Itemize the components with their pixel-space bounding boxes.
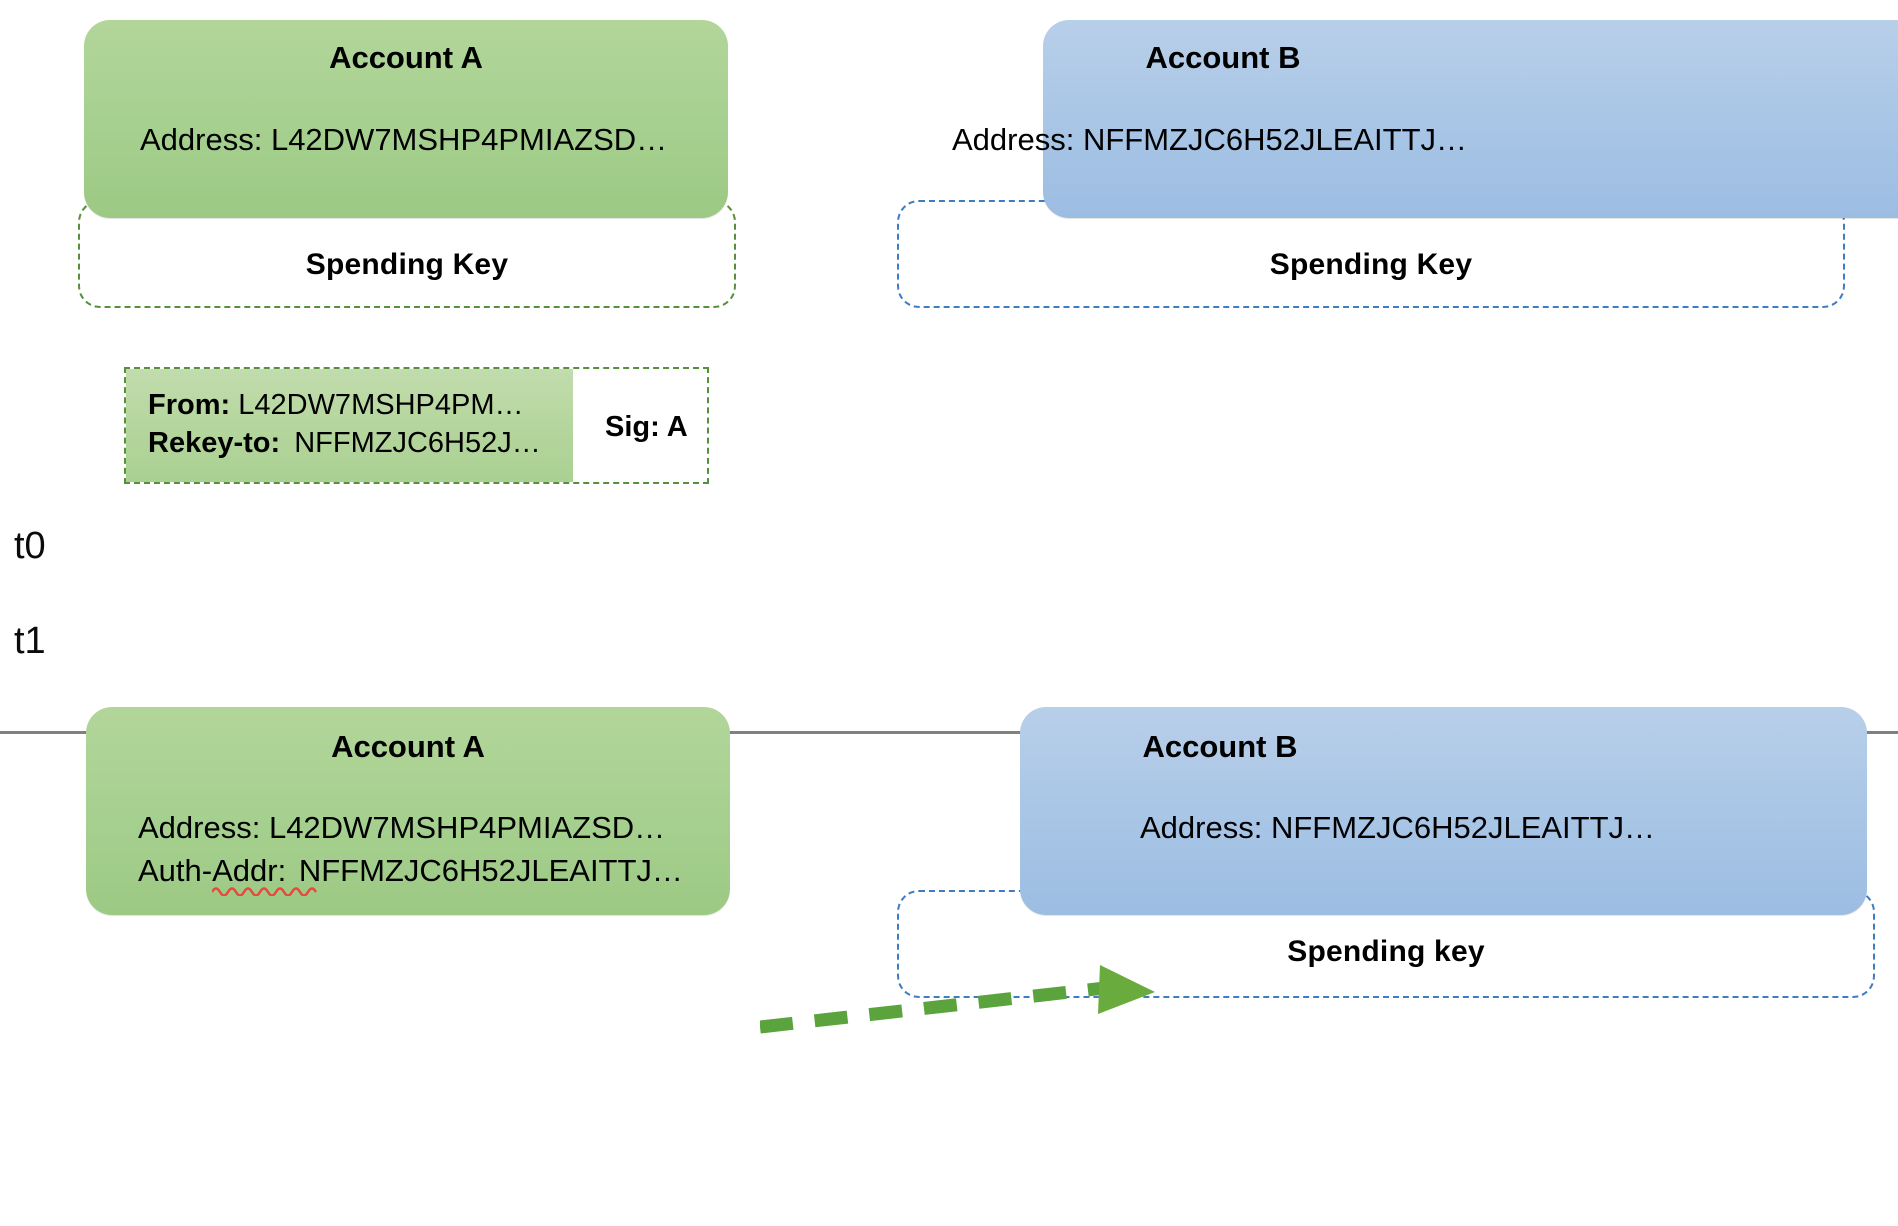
t0-account-b-spending-key-label: Spending Key [1269,248,1473,281]
t0-account-a-card [84,20,728,218]
t1-account-b-card [1020,707,1867,915]
t0-transaction-from-value: L42DW7MSHP4PM… [238,389,524,421]
t0-transaction-from-label: From: [148,389,231,421]
t0-transaction-from-row: From: L42DW7MSHP4PM… [148,389,523,422]
t0-transaction-signature: Sig: A [605,411,688,443]
t0-account-b-title: Account B [1145,40,1301,75]
t0-account-a-title: Account A [329,40,483,75]
t0-account-a-spending-key-label: Spending Key [305,248,509,281]
t0-transaction-rekey-value: NFFMZJC6H52J… [294,427,541,459]
t1-account-b-spending-key-label: Spending key [1287,935,1485,968]
timeline-divider [0,731,1898,734]
t0-transaction-rekey-label: Rekey-to: [148,427,281,459]
t0-account-b-address: Address: NFFMZJC6H52JLEAITTJ… [952,122,1468,157]
t1-account-a-title: Account A [331,729,485,764]
t0-account-a-address: Address: L42DW7MSHP4PMIAZSD… [140,122,668,157]
t1-account-b-address: Address: NFFMZJC6H52JLEAITTJ… [1140,810,1656,845]
t1-account-a-auth-addr-value: NFFMZJC6H52JLEAITTJ… [298,853,683,888]
t0-transaction-rekey-row: Rekey-to: NFFMZJC6H52J… [148,427,541,460]
t0-account-b-card [1043,20,1898,218]
t1-account-b-title: Account B [1142,729,1298,764]
timeline-label-t1: t1 [14,620,46,662]
t1-account-a-address: Address: L42DW7MSHP4PMIAZSD… [138,810,666,845]
spellcheck-squiggle-icon [212,887,318,896]
t1-account-a-auth-addr-label: Auth-Addr: [138,853,287,888]
t0-transaction-fields-panel [126,369,573,482]
t0-account-b-spending-key-box [897,200,1845,308]
timeline-label-t0: t0 [14,525,46,567]
t1-account-a-card [86,707,730,915]
t1-account-a-auth-addr-row: Auth-Addr: NFFMZJC6H52JLEAITTJ… [138,853,683,889]
